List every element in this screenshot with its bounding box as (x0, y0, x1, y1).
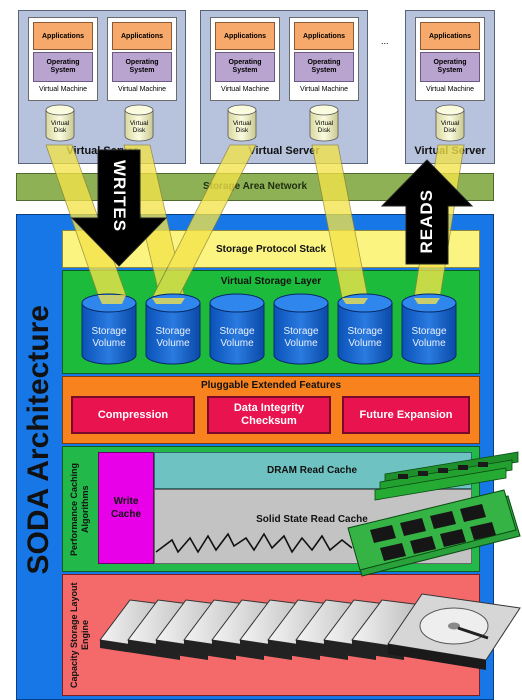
virtual-disk-icon (45, 104, 75, 142)
applications-box: Applications (420, 22, 480, 50)
storage-volume-label: Storage Volume (347, 326, 383, 349)
reads-arrow-icon (380, 159, 474, 265)
storage-volume-label: Storage Volume (155, 326, 191, 349)
applications-box: Applications (215, 22, 275, 50)
virtual-disk-label: Virtual Disk (129, 120, 149, 134)
virtual-disk-icon (227, 104, 257, 142)
storage-volume-label: Storage Volume (91, 326, 127, 349)
virtual-disks (45, 104, 465, 142)
solid-state-read-cache-label: Solid State Read Cache (256, 514, 368, 525)
virtual-disk-icon (435, 104, 465, 142)
operating-system-box: Operating System (420, 52, 480, 82)
pluggable-extended-features-label: Pluggable Extended Features (200, 380, 342, 391)
virtual-machine-2: Applications Operating System Virtual Ma… (107, 17, 177, 101)
reads-label-wrap: READS (406, 182, 448, 260)
virtual-disk-label: Virtual Disk (440, 120, 460, 134)
storage-volumes (81, 293, 457, 365)
dram-module-icon (374, 451, 519, 501)
operating-system-box: Operating System (112, 52, 172, 82)
virtual-server-2: Applications Operating System Virtual Ma… (200, 10, 368, 164)
virtual-server-1: Applications Operating System Virtual Ma… (18, 10, 186, 164)
beam-tails (98, 295, 440, 304)
virtual-disk-icon (124, 104, 154, 142)
virtual-disk-icon (309, 104, 339, 142)
storage-volume (209, 293, 265, 365)
virtual-machine-label: Virtual Machine (220, 86, 270, 93)
dram-read-cache-label: DRAM Read Cache (266, 465, 358, 476)
applications-box: Applications (33, 22, 93, 50)
virtual-machine-3: Applications Operating System Virtual Ma… (210, 17, 280, 101)
virtual-disk-label: Virtual Disk (232, 120, 252, 134)
virtual-disk-label: Virtual Disk (50, 120, 70, 134)
beam-4 (311, 144, 369, 299)
storage-area-network-label: Storage Area Network (202, 181, 308, 192)
applications-box: Applications (294, 22, 354, 50)
data-integrity-checksum-box: Data Integrity Checksum (207, 396, 331, 434)
write-cache-label: Write Cache (110, 496, 141, 520)
virtual-server-label: Virtual Server (248, 145, 320, 157)
ssd-performance-line (155, 532, 353, 554)
write-cache-box: Write Cache (98, 452, 154, 564)
hard-drive-stack-icon (99, 593, 521, 670)
virtual-server-3: Applications Operating System Virtual Ma… (405, 10, 495, 164)
virtual-storage-layer-label: Virtual Storage Layer (220, 276, 322, 287)
ssd-board-icon (347, 489, 521, 577)
virtual-machine-label: Virtual Machine (425, 86, 475, 93)
virtual-machine-label: Virtual Machine (299, 86, 349, 93)
virtual-machine-label: Virtual Machine (38, 86, 88, 93)
storage-volume-label: Storage Volume (283, 326, 319, 349)
writes-label: WRITES (110, 159, 129, 233)
operating-system-box: Operating System (294, 52, 354, 82)
operating-system-box: Operating System (215, 52, 275, 82)
storage-protocol-stack-label: Storage Protocol Stack (215, 244, 327, 255)
compression-box: Compression (71, 396, 195, 434)
storage-volume (273, 293, 329, 365)
virtual-machine-1: Applications Operating System Virtual Ma… (28, 17, 98, 101)
operating-system-box: Operating System (33, 52, 93, 82)
virtual-machine-5: Applications Operating System Virtual Ma… (415, 17, 485, 101)
ellipsis: ... (381, 36, 389, 46)
storage-volume-label: Storage Volume (219, 326, 255, 349)
writes-arrow-icon (70, 149, 168, 267)
reads-label: READS (417, 188, 436, 254)
virtual-machine-4: Applications Operating System Virtual Ma… (289, 17, 359, 101)
applications-box: Applications (112, 22, 172, 50)
future-expansion-box: Future Expansion (342, 396, 470, 434)
storage-volume-label: Storage Volume (411, 326, 447, 349)
writes-label-wrap: WRITES (98, 156, 140, 236)
virtual-disk-label: Virtual Disk (314, 120, 334, 134)
virtual-machine-label: Virtual Machine (117, 86, 167, 93)
